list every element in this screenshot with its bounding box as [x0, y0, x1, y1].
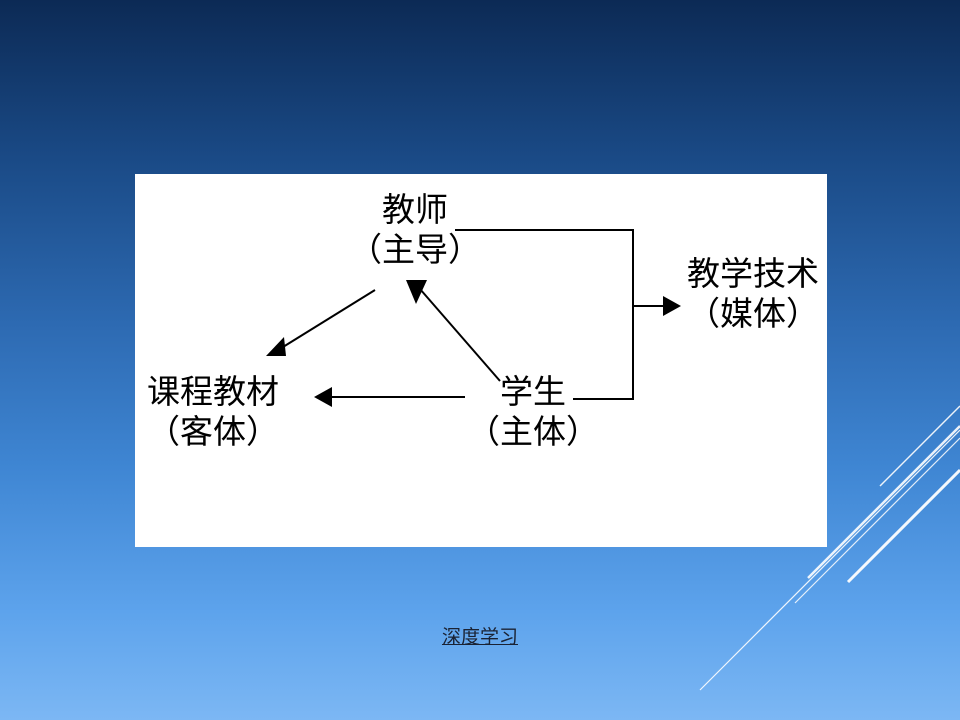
node-tech-role: （媒体） — [687, 293, 819, 333]
node-student-label: 学生 — [500, 372, 566, 411]
arrow-student-to-teacher — [419, 288, 501, 382]
arrow-teacher-to-curriculum — [282, 289, 376, 348]
node-curriculum-label: 课程教材 — [147, 372, 279, 411]
arrowhead-tech — [663, 296, 681, 316]
arrowhead-curriculum-top — [266, 337, 286, 356]
node-student: 学生 （主体） — [467, 372, 599, 451]
node-teacher-role: （主导） — [349, 229, 481, 269]
node-curriculum: 课程教材 （客体） — [147, 372, 279, 451]
footer: 深度学习 — [0, 622, 960, 649]
node-tech-label: 教学技术 — [687, 254, 819, 293]
connector-teacher-to-tech — [455, 229, 634, 306]
node-curriculum-role: （客体） — [147, 411, 279, 451]
diagram-connectors — [266, 229, 681, 407]
arrowhead-teacher-bottom — [406, 280, 427, 304]
node-student-role: （主体） — [467, 411, 599, 451]
diagram-panel: 教师 （主导） 教学技术 （媒体） 课程教材 （客体） 学生 （主体） — [135, 174, 827, 547]
node-teacher-label: 教师 — [382, 190, 448, 229]
node-teacher: 教师 （主导） — [349, 190, 481, 269]
footer-link[interactable]: 深度学习 — [441, 626, 518, 648]
node-tech: 教学技术 （媒体） — [687, 254, 819, 333]
connector-student-to-tech — [573, 306, 634, 400]
arrowhead-curriculum-right — [314, 387, 332, 407]
